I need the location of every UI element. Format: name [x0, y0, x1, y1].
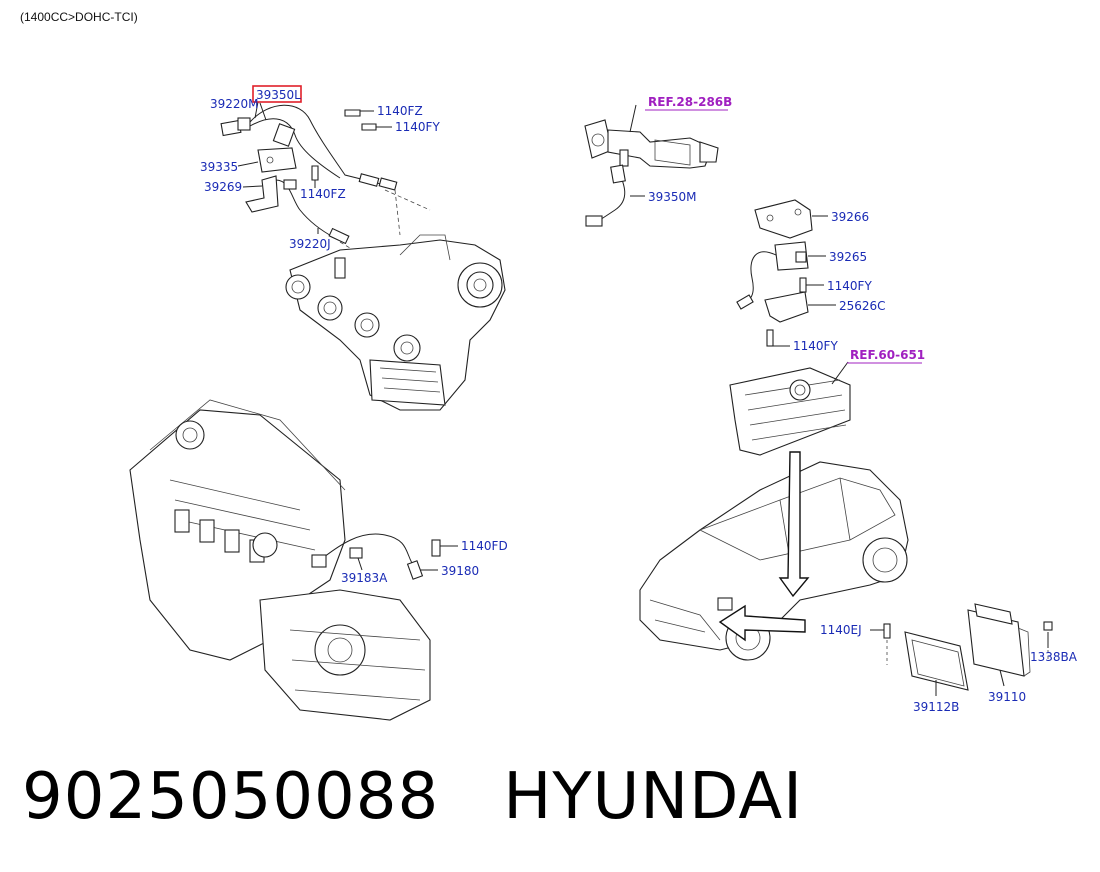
diagram-caption: (1400CC>DOHC-TCI) — [20, 10, 138, 24]
label-39112B[interactable]: 39112B — [913, 700, 959, 714]
label-39180[interactable]: 39180 — [441, 564, 479, 578]
label-39220M[interactable]: 39220M — [210, 97, 259, 111]
label-1140EJ[interactable]: 1140EJ — [820, 623, 862, 637]
label-39350M[interactable]: 39350M — [648, 190, 697, 204]
label-39269[interactable]: 39269 — [204, 180, 242, 194]
label-39335[interactable]: 39335 — [200, 160, 238, 174]
label-1140FY-right[interactable]: 1140FY — [827, 279, 872, 293]
label-39220J[interactable]: 39220J — [289, 237, 331, 251]
label-1140FZ-mid[interactable]: 1140FZ — [300, 187, 346, 201]
oxygen-sensor-harness-group — [220, 101, 431, 261]
label-39266[interactable]: 39266 — [831, 210, 869, 224]
footer-brand: HYUNDAI — [503, 760, 803, 834]
sensor-bracket-group — [736, 199, 836, 347]
catalytic-converter — [584, 104, 719, 227]
car-outline — [639, 451, 909, 661]
label-1140FZ-top[interactable]: 1140FZ — [377, 104, 423, 118]
ref-60-651[interactable]: REF.60-651 — [850, 348, 925, 362]
label-1140FD[interactable]: 1140FD — [461, 539, 508, 553]
label-1140FY-low[interactable]: 1140FY — [793, 339, 838, 353]
label-1140FY-top[interactable]: 1140FY — [395, 120, 440, 134]
floor-panel — [729, 361, 851, 456]
label-25626C[interactable]: 25626C — [839, 299, 886, 313]
footer-part-number: 9025050088 — [22, 760, 440, 834]
ecu-assembly — [870, 603, 1053, 696]
engine-block — [129, 399, 431, 721]
ref-28-286B[interactable]: REF.28-286B — [648, 95, 732, 109]
label-1338BA[interactable]: 1338BA — [1030, 650, 1078, 664]
label-39265[interactable]: 39265 — [829, 250, 867, 264]
turbo-exhaust-manifold — [285, 234, 506, 411]
label-39350L[interactable]: 39350L — [256, 88, 301, 102]
label-39183A[interactable]: 39183A — [341, 571, 388, 585]
footer-title: 9025050088 HYUNDAI — [22, 760, 803, 834]
knock-sensor-harness — [311, 533, 458, 580]
label-39110[interactable]: 39110 — [988, 690, 1026, 704]
highlight-box — [252, 85, 302, 103]
